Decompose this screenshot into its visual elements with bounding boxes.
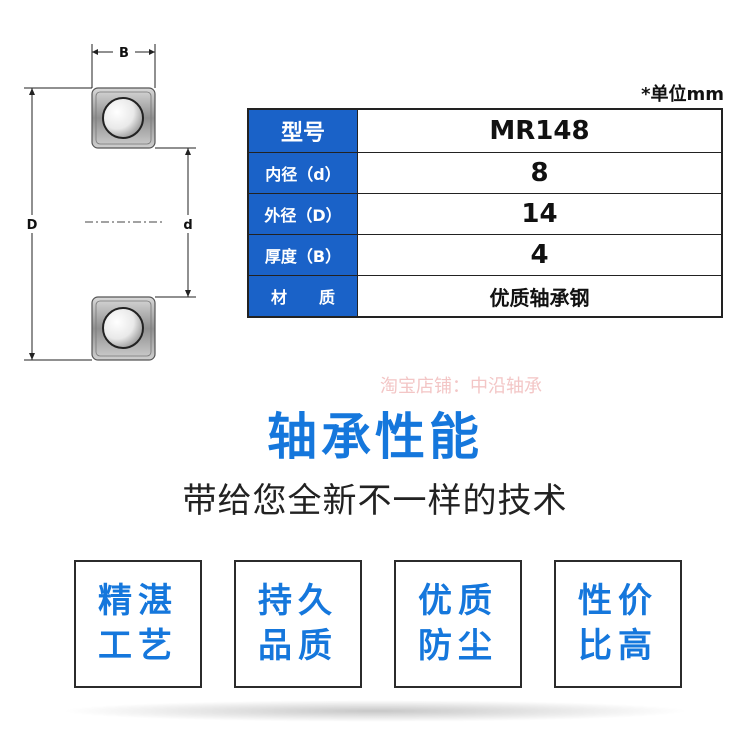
table-row: 型号 MR148 [247,108,723,153]
spec-value-model: MR148 [357,108,723,153]
inner-diameter-dimension: d [155,147,196,298]
spec-value-outer-diameter: 14 [357,193,723,235]
feature-text: 品质 [258,626,338,666]
spec-value-inner-diameter: 8 [357,152,723,194]
label-inner-d: d [183,218,192,233]
outer-diameter-dimension: D [23,87,92,361]
feature-box-dustproof: 优质 防尘 [394,560,522,688]
width-dimension: B [91,44,156,88]
feature-text: 精湛 [98,580,178,621]
spec-key-thickness: 厚度（B） [247,234,358,276]
spec-key-outer-diameter: 外径（D） [247,193,358,235]
spec-table: 型号 MR148 内径（d） 8 外径（D） 14 厚度（B） 4 材 质 优质… [247,108,723,318]
feature-text: 比高 [578,626,658,666]
feature-text: 优质 [418,580,498,621]
table-row: 外径（D） 14 [247,193,723,235]
bearing-drawing: B D d [23,44,196,361]
feature-box-craftsmanship: 精湛 工艺 [74,560,202,688]
feature-box-durability: 持久 品质 [234,560,362,688]
spec-value-thickness: 4 [357,234,723,276]
floor-shadow [60,700,690,722]
performance-subtitle: 带给您全新不一样的技术 [182,481,568,521]
bottom-ring-section [91,296,156,361]
shop-watermark: 淘宝店铺：中沿轴承 [380,376,542,397]
feature-box-value: 性价 比高 [554,560,682,688]
spec-key-model: 型号 [247,108,358,153]
spec-key-inner-diameter: 内径（d） [247,152,358,194]
feature-text: 持久 [258,580,338,621]
feature-text: 工艺 [98,626,178,666]
table-row: 厚度（B） 4 [247,234,723,276]
unit-note: *单位mm [641,84,724,105]
label-b: B [119,46,129,61]
table-row: 材 质 优质轴承钢 [247,275,723,318]
feature-text: 性价 [578,580,658,621]
feature-text: 防尘 [418,626,498,666]
spec-value-material: 优质轴承钢 [357,275,723,318]
performance-title: 轴承性能 [267,408,483,466]
table-row: 内径（d） 8 [247,152,723,194]
spec-key-material: 材 质 [247,275,358,318]
label-outer-d: D [27,218,38,233]
top-ring-section [91,87,156,149]
